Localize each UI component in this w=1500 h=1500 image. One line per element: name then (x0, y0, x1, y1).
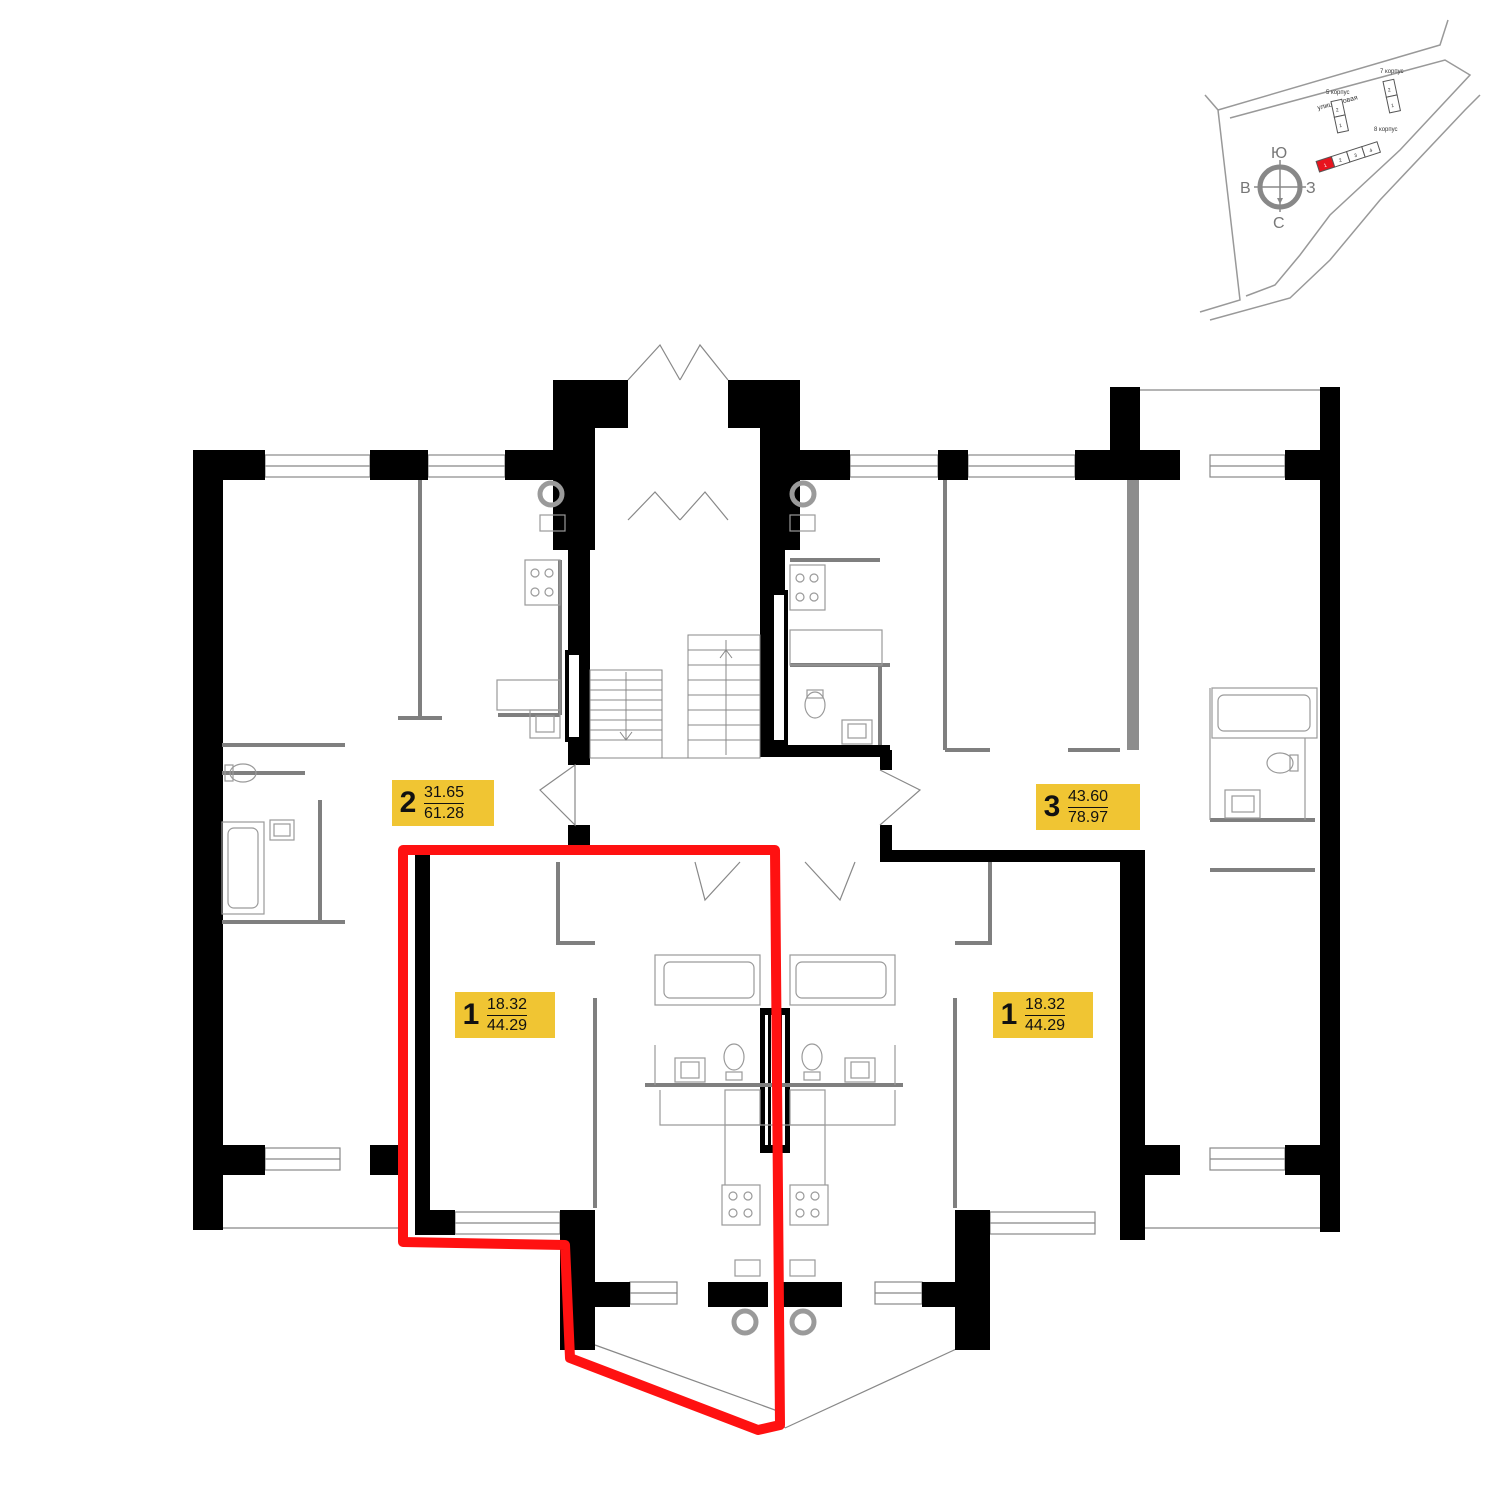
compass-east: В (1240, 180, 1251, 197)
living-area: 43.60 (1068, 787, 1109, 808)
sink-icon (1224, 789, 1261, 819)
vent-icon (537, 480, 565, 508)
building-7: 2 1 (1382, 78, 1402, 114)
building-label-7: 7 корпус (1380, 69, 1404, 75)
apartment-badge-1-right[interactable]: 1 18.32 44.29 (993, 992, 1093, 1038)
building-label-5: 5 корпус (1326, 90, 1350, 96)
sink-icon (674, 1057, 706, 1083)
site-plan: улица Новая 5 корпус 2 1 7 корпус 2 1 8 … (1199, 19, 1481, 321)
living-area: 31.65 (424, 783, 465, 804)
vent-icon (789, 480, 817, 508)
fixtures (221, 514, 1318, 1277)
building-label-8: 8 корпус (1374, 127, 1398, 133)
area-values: 18.32 44.29 (1025, 995, 1066, 1035)
selected-apartment-outline[interactable] (398, 845, 785, 1435)
stove-icon (524, 559, 561, 606)
thick-grey-partition (1127, 480, 1139, 750)
room-count: 1 (1000, 998, 1018, 1031)
toilet-icon (1266, 752, 1299, 774)
compass-icon (1254, 160, 1306, 212)
compass-west: З (1306, 180, 1316, 197)
stove-icon (789, 564, 826, 611)
sink-icon (844, 1057, 876, 1083)
room-count: 3 (1043, 790, 1061, 823)
toilet-icon (804, 689, 826, 719)
svg-text:1: 1 (1391, 103, 1395, 109)
stove-icon (721, 1184, 761, 1226)
area-values: 18.32 44.29 (487, 995, 528, 1035)
svg-text:2: 2 (1335, 107, 1339, 113)
area-values: 31.65 61.28 (424, 783, 465, 823)
total-area: 44.29 (487, 1017, 528, 1034)
bathtub-icon (654, 954, 761, 1006)
compass-south: С (1273, 215, 1285, 232)
room-count: 1 (462, 998, 480, 1031)
vent-icon (789, 1308, 817, 1336)
toilet-icon (801, 1043, 823, 1081)
bathtub-icon (1211, 687, 1318, 739)
living-area: 18.32 (487, 995, 528, 1016)
area-values: 43.60 78.97 (1068, 787, 1109, 827)
toilet-icon (224, 763, 257, 783)
svg-text:2: 2 (1338, 158, 1343, 165)
room-count: 2 (399, 786, 417, 819)
vent-shafts (537, 480, 817, 1336)
compass-north: Ю (1271, 145, 1287, 162)
exterior-walls (193, 380, 1340, 1350)
bathtub-icon (789, 954, 896, 1006)
total-area: 78.97 (1068, 809, 1109, 826)
window-frames (264, 454, 1286, 1305)
total-area: 61.28 (424, 805, 465, 822)
sink-icon (841, 719, 873, 745)
svg-text:1: 1 (1339, 123, 1343, 129)
building-5: 2 1 (1330, 98, 1350, 134)
svg-text:4: 4 (1369, 148, 1374, 155)
toilet-icon (723, 1043, 745, 1081)
apartment-badge-1-left[interactable]: 1 18.32 44.29 (455, 992, 555, 1038)
staircase (589, 634, 761, 759)
bathtub-icon (221, 821, 265, 915)
stove-icon (789, 1184, 829, 1226)
apartment-badge-3[interactable]: 3 43.60 78.97 (1036, 784, 1140, 830)
svg-text:3: 3 (1354, 153, 1359, 160)
sink-icon (269, 819, 295, 841)
apartment-badge-2[interactable]: 2 31.65 61.28 (392, 780, 494, 826)
svg-text:1: 1 (1323, 163, 1328, 170)
living-area: 18.32 (1025, 995, 1066, 1016)
total-area: 44.29 (1025, 1017, 1066, 1034)
building-8: 1 2 3 4 (1315, 141, 1382, 173)
vent-icon (731, 1308, 759, 1336)
doors (539, 763, 922, 902)
svg-text:2: 2 (1387, 87, 1391, 93)
